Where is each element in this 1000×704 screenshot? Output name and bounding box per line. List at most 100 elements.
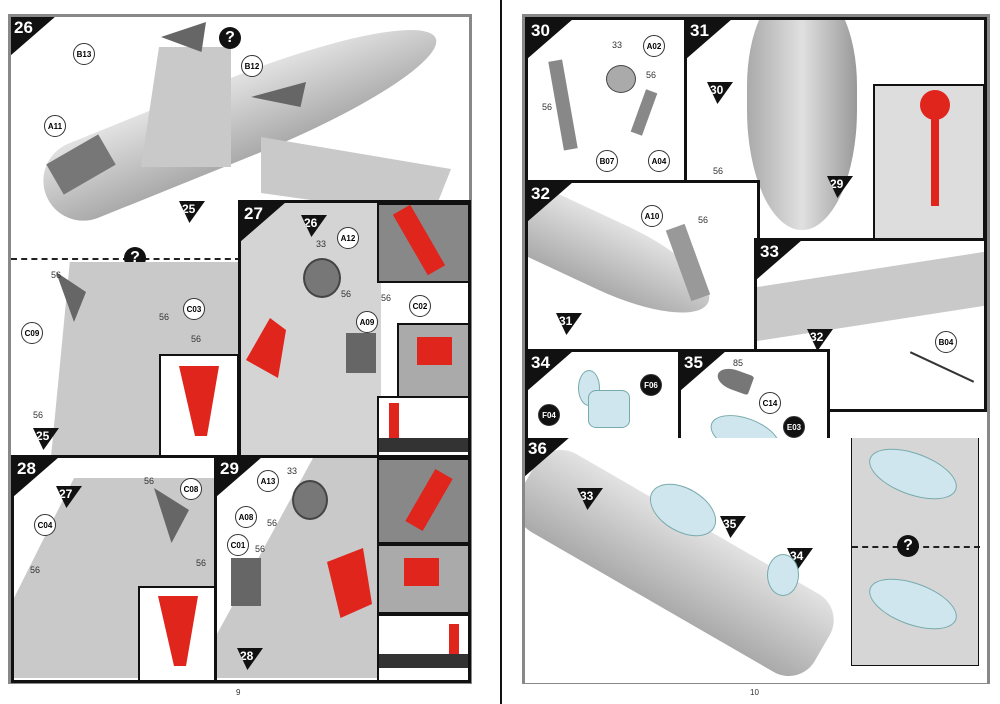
antenna-part-drawing <box>909 351 975 383</box>
step-28-panel: 28 27 C08 C04 56 56 56 <box>11 455 217 683</box>
ref-badge: 35 <box>720 516 746 538</box>
part-number: 56 <box>159 312 170 322</box>
part-label-a11: A11 <box>44 115 66 137</box>
step-number: 31 <box>690 21 709 40</box>
part-label-a10: A10 <box>641 205 663 227</box>
part-label-a04: A04 <box>648 150 670 172</box>
part-number: 85 <box>733 358 744 368</box>
canopy-drawing <box>862 568 964 640</box>
red-wheel <box>920 90 950 120</box>
part-label-b13: B13 <box>73 43 95 65</box>
part-number: 56 <box>698 215 709 225</box>
part-label-a09: A09 <box>356 311 378 333</box>
part-number: 33 <box>287 466 298 476</box>
question-icon: ? <box>897 535 919 557</box>
part-label-b07: B07 <box>596 150 618 172</box>
detail-inset <box>377 544 468 614</box>
right-page: 30 A02 B07 A04 33 56 56 31 30 56 29 32 A… <box>508 0 1000 704</box>
step-29-panel: 29 28 A13 A08 C01 33 56 56 <box>214 455 471 683</box>
detail-inset <box>377 396 468 457</box>
detail-inset <box>873 84 984 240</box>
ref-badge: 31 <box>556 313 582 335</box>
detail-inset <box>159 354 239 457</box>
step-36-panel: 36 33 35 34 ? <box>525 438 987 683</box>
wheel-drawing <box>292 480 328 520</box>
gear-leg-drawing <box>630 89 658 136</box>
detail-inset <box>138 586 214 680</box>
part-label-f06: F06 <box>640 374 662 396</box>
red-highlight-part <box>179 366 219 436</box>
red-highlight-part <box>389 403 399 443</box>
part-number: 33 <box>612 40 623 50</box>
part-label-a02: A02 <box>643 35 665 57</box>
part-number: 56 <box>267 518 278 528</box>
windscreen-drawing <box>588 390 630 428</box>
step-number: 34 <box>531 353 550 372</box>
step-number: 32 <box>531 184 550 203</box>
part-number: 56 <box>341 289 352 299</box>
detail-inset: ? <box>851 438 980 666</box>
part-label-c03: C03 <box>183 298 205 320</box>
part-number: 56 <box>144 476 155 486</box>
detail-inset <box>397 323 468 398</box>
wheel-drawing <box>303 258 341 298</box>
part-label-e03: E03 <box>783 416 805 438</box>
ref-badge: 30 <box>707 82 733 104</box>
step-26-detail: C09 C03 56 56 56 56 25 <box>11 262 239 457</box>
part-a09-drawing <box>346 333 376 373</box>
step-number: 26 <box>14 18 33 37</box>
detail-inset <box>377 203 468 283</box>
part-number: 33 <box>316 239 327 249</box>
part-label-a13: A13 <box>257 470 279 492</box>
step-number: 36 <box>528 439 547 458</box>
part-label-c01: C01 <box>227 534 249 556</box>
wheel-drawing <box>606 65 636 93</box>
part-label-c04: C04 <box>34 514 56 536</box>
part-label-c08: C08 <box>180 478 202 500</box>
part-number: 56 <box>196 558 207 568</box>
part-number: 56 <box>255 544 266 554</box>
part-c01-drawing <box>231 558 261 606</box>
aircraft-nose-drawing <box>747 20 857 230</box>
canopy-drawing <box>862 438 964 510</box>
page-number: 9 <box>236 688 241 697</box>
question-icon: ? <box>219 27 241 49</box>
part-number: 56 <box>542 102 553 112</box>
step-number: 30 <box>531 21 550 40</box>
part-number: 56 <box>191 334 202 344</box>
red-highlight-part <box>405 469 453 531</box>
step-34-panel: 34 F06 F04 <box>525 349 681 442</box>
page-divider <box>500 0 502 704</box>
red-highlight-part <box>404 558 439 586</box>
ref-badge: 32 <box>807 329 833 351</box>
part-label-a12: A12 <box>337 227 359 249</box>
part-label-a08: A08 <box>235 506 257 528</box>
detail-inset <box>377 614 468 680</box>
ref-badge: 25 <box>179 201 205 223</box>
step-number: 28 <box>17 459 36 478</box>
detail-inset <box>377 458 468 544</box>
step-number: 27 <box>244 204 263 223</box>
red-highlight-part <box>392 204 446 276</box>
red-highlight-part <box>158 596 198 666</box>
step-number: 35 <box>684 353 703 372</box>
step-32-panel: 32 A10 56 31 <box>525 180 760 352</box>
part-number: 56 <box>51 270 62 280</box>
part-number: 56 <box>33 410 44 420</box>
red-highlight-part <box>417 337 452 365</box>
step-number: 29 <box>220 459 239 478</box>
part-number: 56 <box>646 70 657 80</box>
part-label-c14: C14 <box>759 392 781 414</box>
step-27-panel: 27 26 A12 A09 C02 33 56 56 <box>238 200 471 460</box>
part-label-b04: B04 <box>935 331 957 353</box>
part-label-b12: B12 <box>241 55 263 77</box>
wing-drawing <box>757 251 984 341</box>
left-page: 26 B13 B12 A11 ? 25 ? C09 C03 56 56 56 5… <box>8 14 472 697</box>
windscreen-drawing <box>767 554 799 596</box>
step-30-panel: 30 A02 B07 A04 33 56 56 <box>525 17 687 183</box>
part-number: 56 <box>713 166 724 176</box>
wing-drawing <box>141 47 231 167</box>
part-number: 56 <box>381 293 392 303</box>
part-label-c09: C09 <box>21 322 43 344</box>
red-gear-leg <box>931 116 939 206</box>
